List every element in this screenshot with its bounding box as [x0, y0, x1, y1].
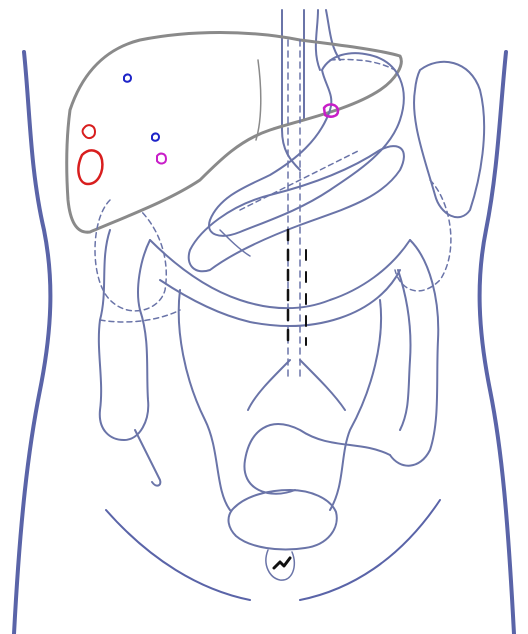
abdominal-anatomy-diagram	[0, 0, 528, 634]
background	[0, 0, 528, 634]
